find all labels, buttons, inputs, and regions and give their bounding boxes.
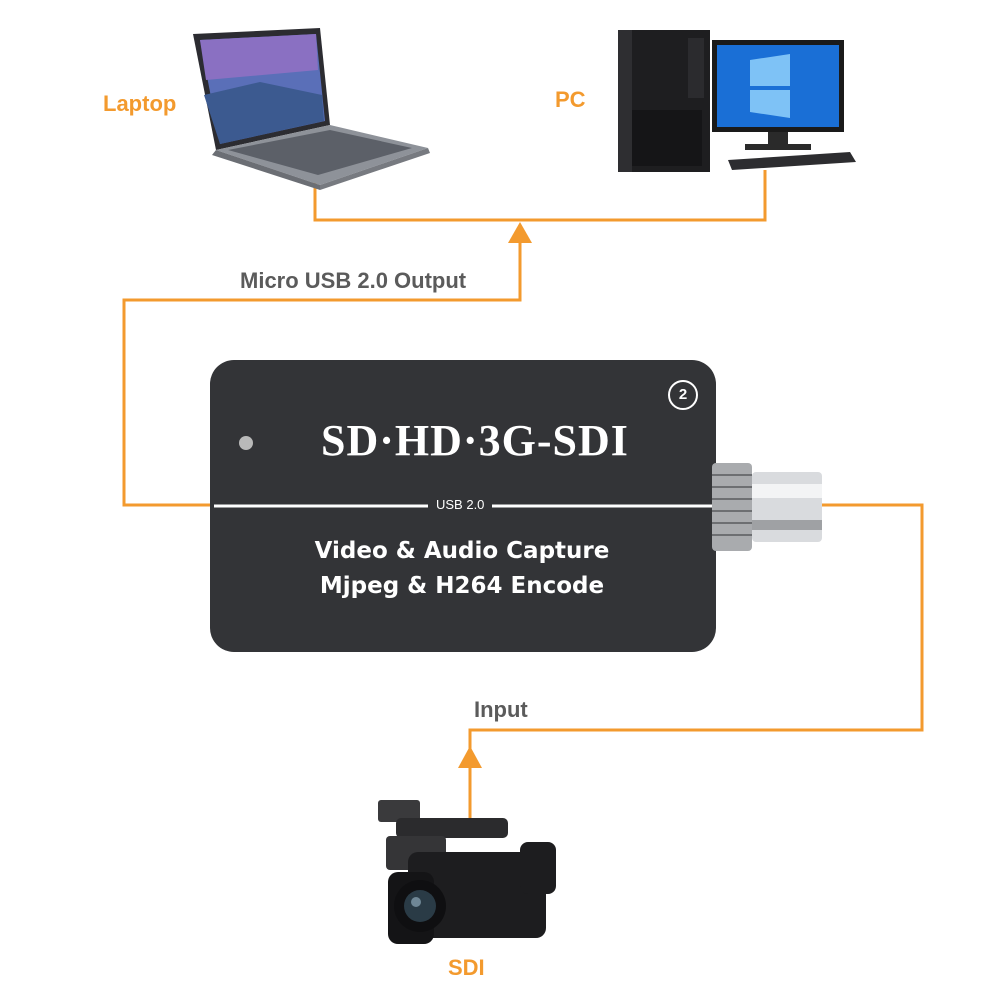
input-connector [468, 503, 924, 820]
bnc-connector-icon [712, 463, 822, 551]
status-led [239, 436, 253, 450]
pc-label: PC [555, 87, 586, 112]
camcorder-icon [378, 800, 556, 944]
input-label: Input [474, 697, 528, 722]
device-feature-capture: Video & Audio Capture [314, 538, 610, 564]
device-badge: 2 [668, 380, 698, 410]
laptop-icon [193, 28, 430, 190]
device-feature-encode: Mjpeg & H264 Encode [319, 573, 605, 599]
output-label: Micro USB 2.0 Output [240, 268, 467, 293]
device-port-label: USB 2.0 [428, 497, 493, 512]
input-arrow-icon [458, 746, 482, 768]
pc-icon [618, 30, 856, 172]
output-arrow-icon [508, 222, 532, 243]
output-connector [122, 170, 767, 507]
laptop-label: Laptop [103, 91, 177, 116]
sdi-label: SDI [448, 955, 485, 980]
device-title: SD·HD·3G-SDI [321, 416, 629, 465]
